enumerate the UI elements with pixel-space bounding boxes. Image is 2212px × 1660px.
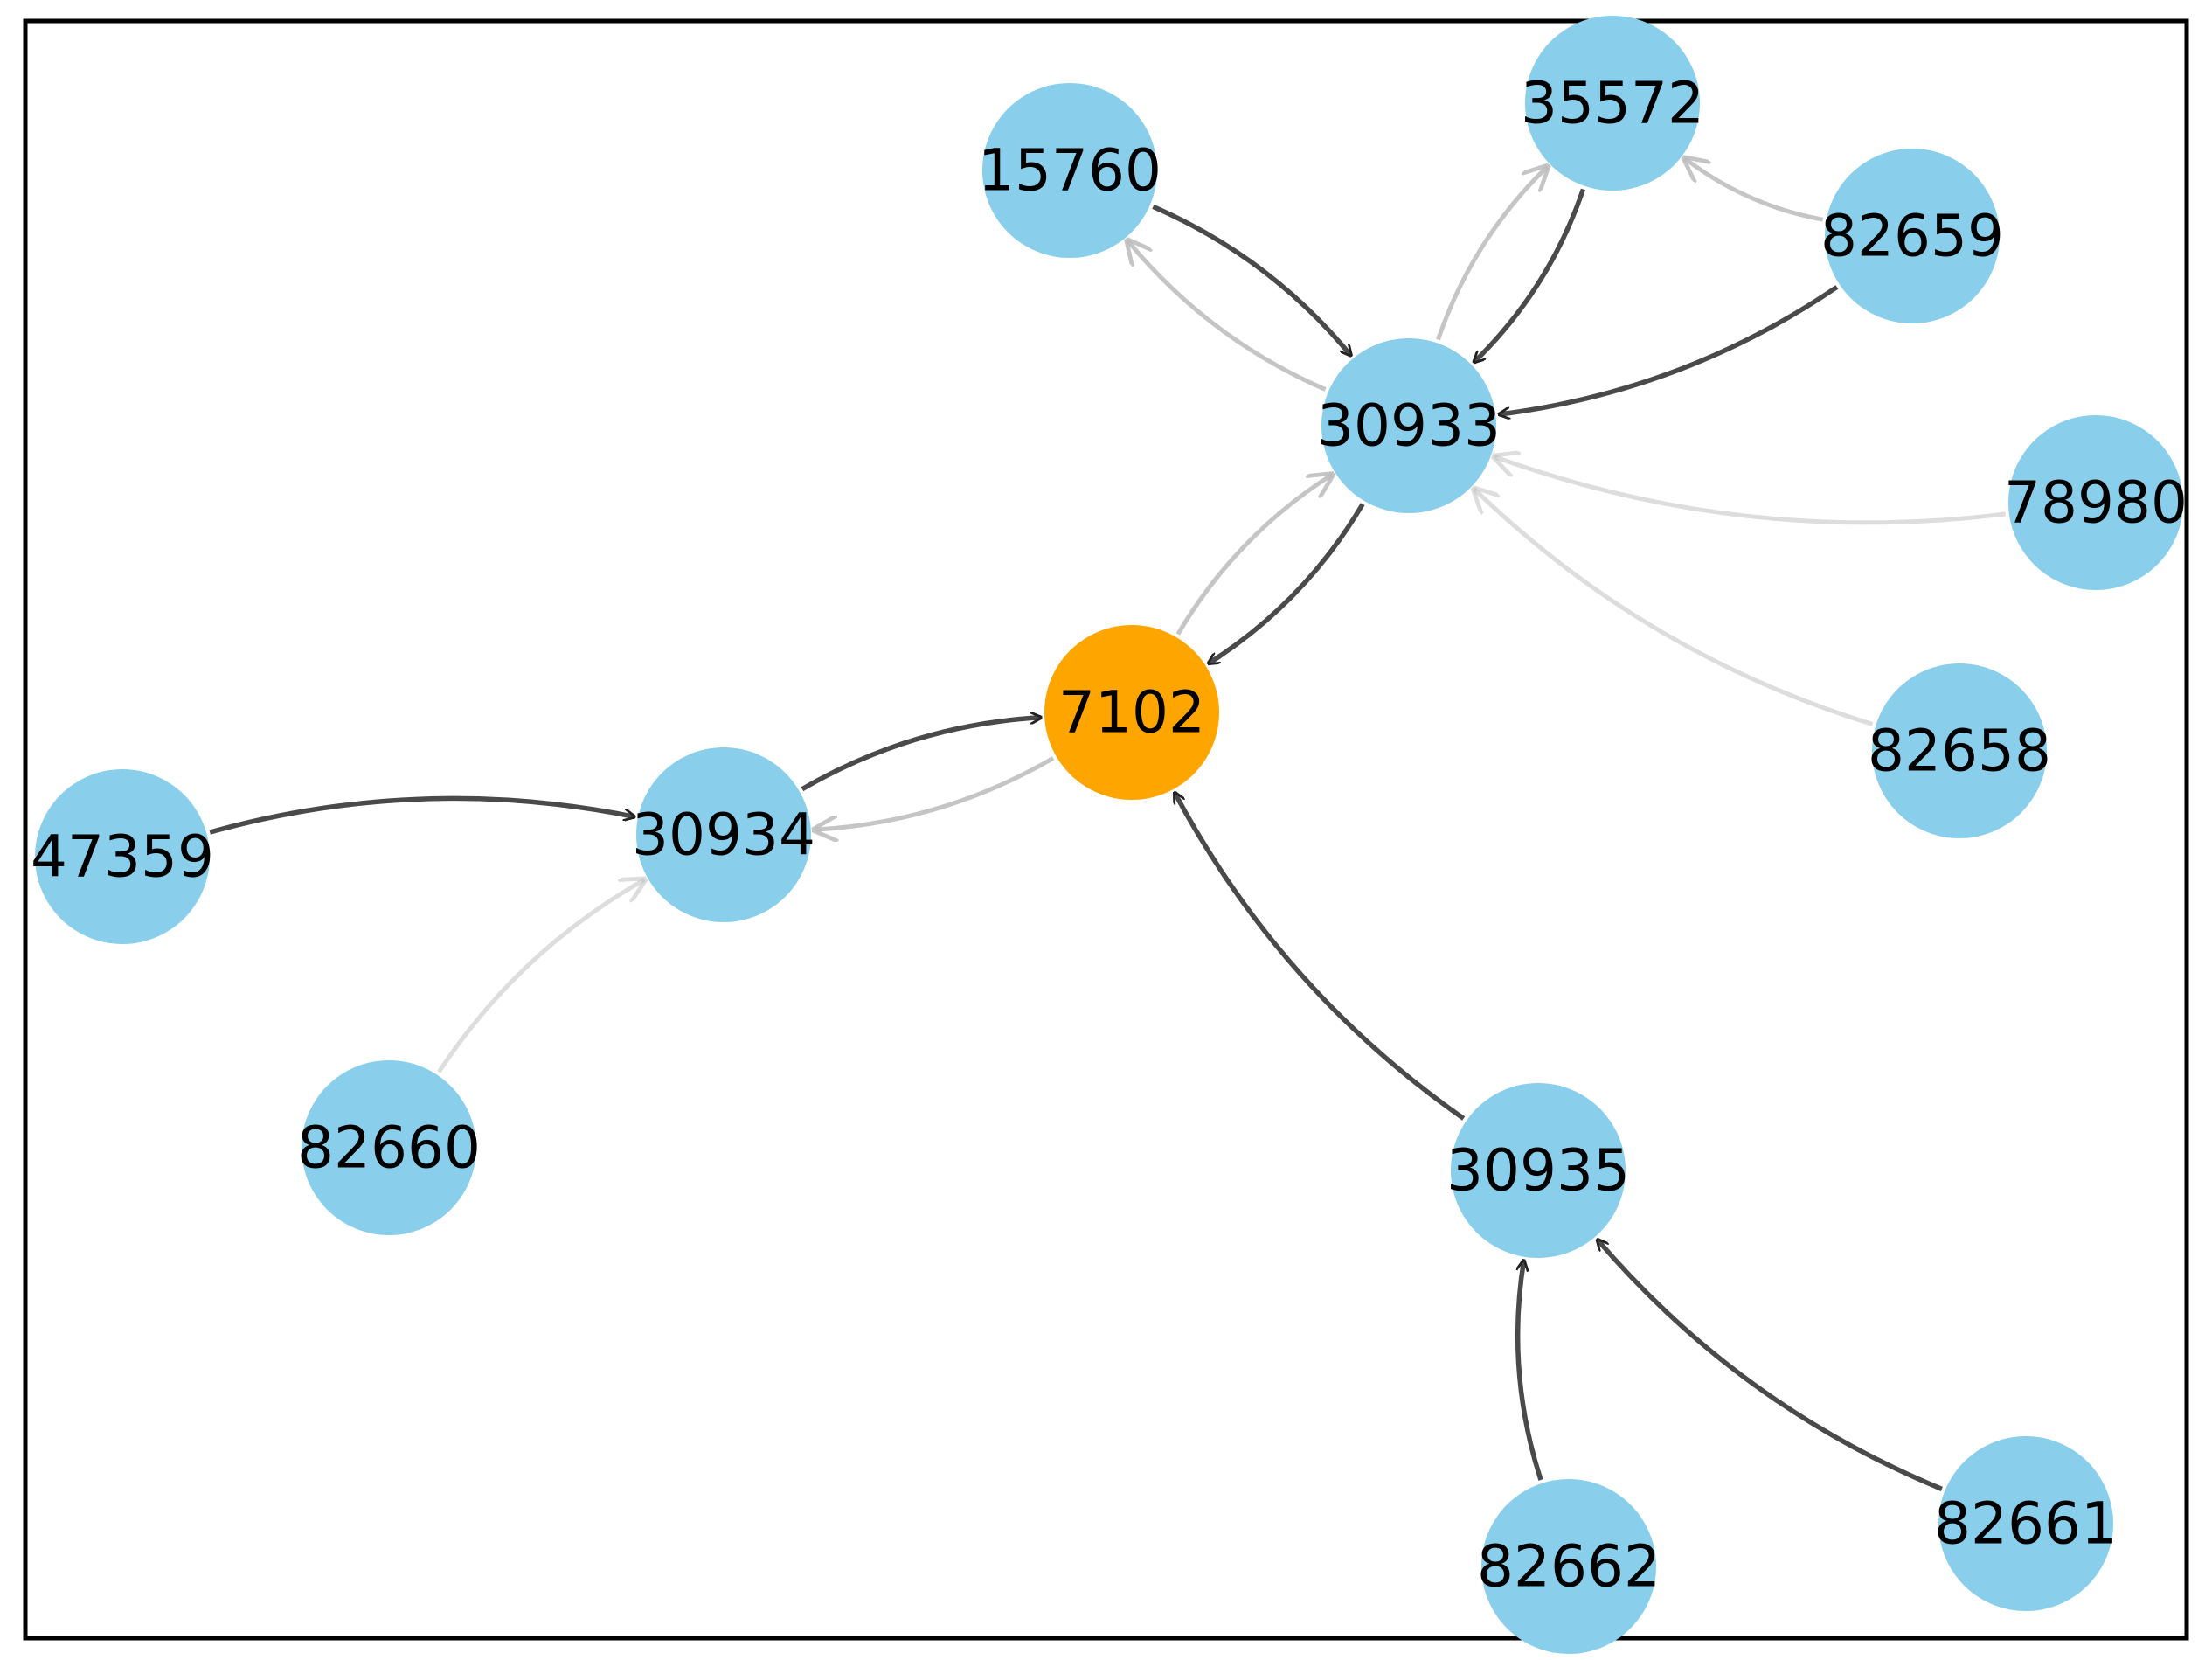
node-47359: 47359 (31, 769, 214, 944)
node-30934: 30934 (632, 747, 815, 922)
node-82662: 82662 (1477, 1479, 1661, 1654)
node-circle (1872, 663, 2047, 838)
node-circle (982, 83, 1157, 258)
node-label: 82659 (1820, 203, 2004, 270)
node-30935: 30935 (1446, 1083, 1630, 1258)
edge-78980-to-30933 (1494, 456, 2007, 525)
node-circle (1938, 1436, 2113, 1611)
edge-30933-to-7102 (1209, 503, 1365, 664)
node-82659: 82659 (1820, 149, 2004, 323)
node-circle (636, 747, 811, 922)
edge-7102-to-30934 (815, 756, 1055, 830)
edge-47359-to-30934 (209, 795, 634, 835)
edge-35572-to-30933 (1474, 188, 1586, 363)
node-label: 30934 (632, 802, 815, 869)
node-82661: 82661 (1934, 1436, 2118, 1611)
edges-layer (209, 158, 2007, 1491)
node-label: 30935 (1446, 1137, 1630, 1205)
node-7102: 7102 (1044, 625, 1219, 800)
edge-15760-to-30933 (1152, 204, 1350, 355)
node-label: 35572 (1521, 70, 1704, 137)
edge-82659-to-30933 (1499, 285, 1839, 414)
node-label: 82661 (1934, 1490, 2118, 1558)
edge-82658-to-30933 (1474, 489, 1874, 726)
node-label: 78980 (2004, 469, 2188, 537)
edge-30934-to-7102 (801, 718, 1041, 792)
node-circle (1321, 338, 1496, 513)
edge-82659-to-35572 (1685, 158, 1824, 222)
edge-7102-to-30933 (1175, 475, 1333, 636)
node-label: 82658 (1868, 718, 2051, 785)
node-circle (2008, 415, 2183, 590)
node-15760: 15760 (978, 83, 1161, 258)
node-82658: 82658 (1868, 663, 2051, 838)
edge-30935-to-7102 (1172, 793, 1466, 1121)
edge-82660-to-30934 (437, 879, 644, 1073)
node-circle (1825, 149, 2000, 323)
edge-82661-to-30935 (1598, 1240, 1943, 1491)
nodes-layer: 7102 30933 30934 30935 15760 35572 82659 78980 8… (31, 16, 2188, 1654)
node-82660: 82660 (297, 1060, 481, 1235)
node-35572: 35572 (1521, 16, 1704, 191)
node-label: 30933 (1317, 392, 1501, 460)
node-label: 7102 (1058, 679, 1205, 747)
edge-30933-to-35572 (1436, 167, 1548, 341)
node-circle (1044, 625, 1219, 800)
node-label: 82662 (1477, 1533, 1661, 1601)
node-label: 82660 (297, 1115, 481, 1182)
node-circle (302, 1060, 476, 1235)
edge-82662-to-30935 (1515, 1261, 1543, 1481)
node-circle (1481, 1479, 1656, 1654)
diagram-frame (23, 18, 2189, 1641)
edge-30933-to-15760 (1127, 240, 1327, 392)
node-circle (1525, 16, 1700, 191)
node-label: 15760 (978, 137, 1161, 205)
node-circle (35, 769, 210, 944)
node-78980: 78980 (2004, 415, 2188, 590)
node-circle (1451, 1083, 1626, 1258)
node-30933: 30933 (1317, 338, 1501, 513)
node-label: 47359 (31, 823, 214, 891)
